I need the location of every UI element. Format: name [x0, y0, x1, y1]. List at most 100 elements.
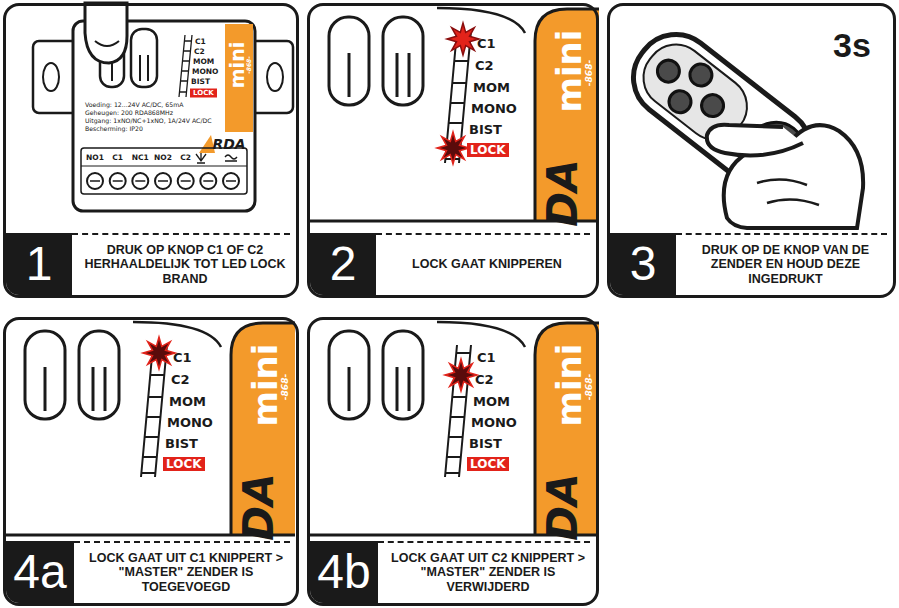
step-number-box: 3	[610, 233, 676, 295]
remote-button	[665, 86, 696, 117]
remote-button	[697, 90, 728, 121]
device-label: BIST	[469, 123, 502, 136]
receiver-device	[33, 3, 293, 211]
device-label: 3s	[833, 28, 871, 62]
step-caption: DRUK OP KNOP C1 OF C2 HERHAALDELIJK TOT …	[82, 243, 288, 286]
remote-button	[686, 60, 717, 91]
screw-slots	[90, 180, 236, 182]
device-label: MONO	[167, 416, 213, 429]
device-label: BIST	[165, 437, 198, 450]
device-label: C2	[194, 48, 205, 56]
step-number: 1	[26, 240, 53, 288]
dashed-divider	[74, 541, 290, 543]
step-number-box: 4b	[310, 541, 378, 603]
mounting-hole	[267, 63, 283, 91]
device-label: MOM	[169, 395, 206, 408]
finger-nail	[95, 41, 119, 46]
step-panel: 1 DRUK OP KNOP C1 OF C2 HERHAALDELIJK TOT…	[3, 3, 299, 298]
device-label: C1	[477, 37, 496, 50]
step-caption: LOCK GAAT UIT C2 KNIPPERT > "MASTER" ZEN…	[388, 551, 588, 594]
slot-line	[147, 55, 149, 81]
device-label: RDA	[212, 137, 245, 151]
device-label: C1	[477, 351, 496, 364]
terminal-divider	[81, 166, 247, 167]
device-label: Geheugen: 200 RDA868MHz	[85, 110, 173, 116]
device-label: C2	[180, 154, 191, 162]
dashed-divider	[376, 233, 590, 235]
led-label-badge: LOCK	[467, 143, 509, 157]
device-label: C2	[475, 59, 494, 72]
brand-text: DA	[542, 473, 584, 540]
brand-text: -868-	[281, 374, 290, 400]
orange-band	[225, 24, 253, 132]
brand-text: -868-	[585, 60, 594, 86]
led-label-badge: LOCK	[163, 457, 205, 471]
led-flash	[437, 132, 469, 164]
led-label-badge: LOCK	[467, 457, 509, 471]
device-label: C1	[112, 154, 123, 162]
brand-text: DA	[238, 473, 280, 540]
device-label: NO2	[154, 154, 172, 162]
brand-text: mini	[552, 344, 586, 427]
finger-lines	[757, 179, 819, 205]
device-label: Uitgang: 1xNO/NC+1xNO, 1A/24V AC/DC	[85, 118, 212, 124]
step-number-box: 4a	[6, 541, 74, 603]
step-number: 3	[630, 240, 657, 288]
remote-control	[617, 18, 863, 228]
device-label: MOM	[473, 395, 510, 408]
device-label: C2	[475, 373, 494, 386]
brand-text: -868-	[246, 56, 252, 74]
brand-text: mini	[228, 42, 247, 88]
device-label: MOM	[193, 58, 214, 66]
brand-text: -868-	[585, 374, 594, 400]
device-label: MONO	[192, 68, 219, 76]
mounting-hole	[43, 63, 59, 91]
step-number: 4b	[317, 548, 370, 596]
device-label: BIST	[469, 437, 502, 450]
device-label: MONO	[471, 416, 517, 429]
dc-symbol	[196, 153, 206, 163]
led-flash	[143, 337, 175, 369]
brand-text: mini	[552, 30, 586, 113]
dashed-divider	[72, 233, 290, 235]
led-flash	[447, 23, 479, 55]
device-label: C2	[171, 373, 190, 386]
caption-box: LOCK GAAT UIT C2 KNIPPERT > "MASTER" ZEN…	[388, 545, 588, 600]
device-label: BIST	[191, 78, 210, 86]
step-caption: DRUK OP DE KNOP VAN DE ZENDER EN HOUD DE…	[686, 243, 885, 286]
step-number-box: 2	[310, 233, 376, 295]
caption-box: DRUK OP DE KNOP VAN DE ZENDER EN HOUD DE…	[686, 237, 885, 292]
device-label: C1	[173, 351, 192, 364]
thumb	[707, 125, 803, 156]
step-number: 4a	[13, 548, 66, 596]
caption-box: DRUK OP KNOP C1 OF C2 HERHAALDELIJK TOT …	[82, 237, 288, 292]
button-slot	[131, 29, 157, 87]
device-label: MOM	[473, 81, 510, 94]
pressing-finger	[85, 3, 127, 63]
device-label: C1	[195, 38, 206, 46]
device-label: MONO	[471, 102, 517, 115]
dashed-divider	[676, 233, 887, 235]
dashed-divider	[378, 541, 590, 543]
device-label: Bescherming: IP20	[85, 126, 143, 132]
led-flash	[445, 359, 477, 391]
device-label: NO1	[86, 154, 104, 162]
ac-symbol	[225, 155, 237, 161]
caption-box: LOCK GAAT UIT C1 KNIPPERT > "MASTER" ZEN…	[84, 545, 288, 600]
mounting-tab	[33, 41, 78, 113]
remote-button	[653, 56, 684, 87]
screw-terminals	[87, 173, 239, 189]
step-caption: LOCK GAAT UIT C1 KNIPPERT > "MASTER" ZEN…	[84, 551, 288, 594]
device-label: Voeding: 12...24V AC/DC, 65mA	[85, 102, 183, 108]
device-label: NC1	[132, 154, 149, 162]
step-caption: LOCK GAAT KNIPPEREN	[412, 257, 562, 271]
brand-text: DA	[542, 159, 584, 226]
step-number-box: 1	[6, 233, 72, 295]
brand-text: mini	[248, 344, 282, 427]
led-label-badge: LOCK	[190, 89, 217, 98]
slot-line	[139, 55, 141, 81]
step-number: 2	[330, 240, 357, 288]
terminal-block	[81, 148, 247, 194]
caption-box: LOCK GAAT KNIPPEREN	[386, 237, 588, 292]
